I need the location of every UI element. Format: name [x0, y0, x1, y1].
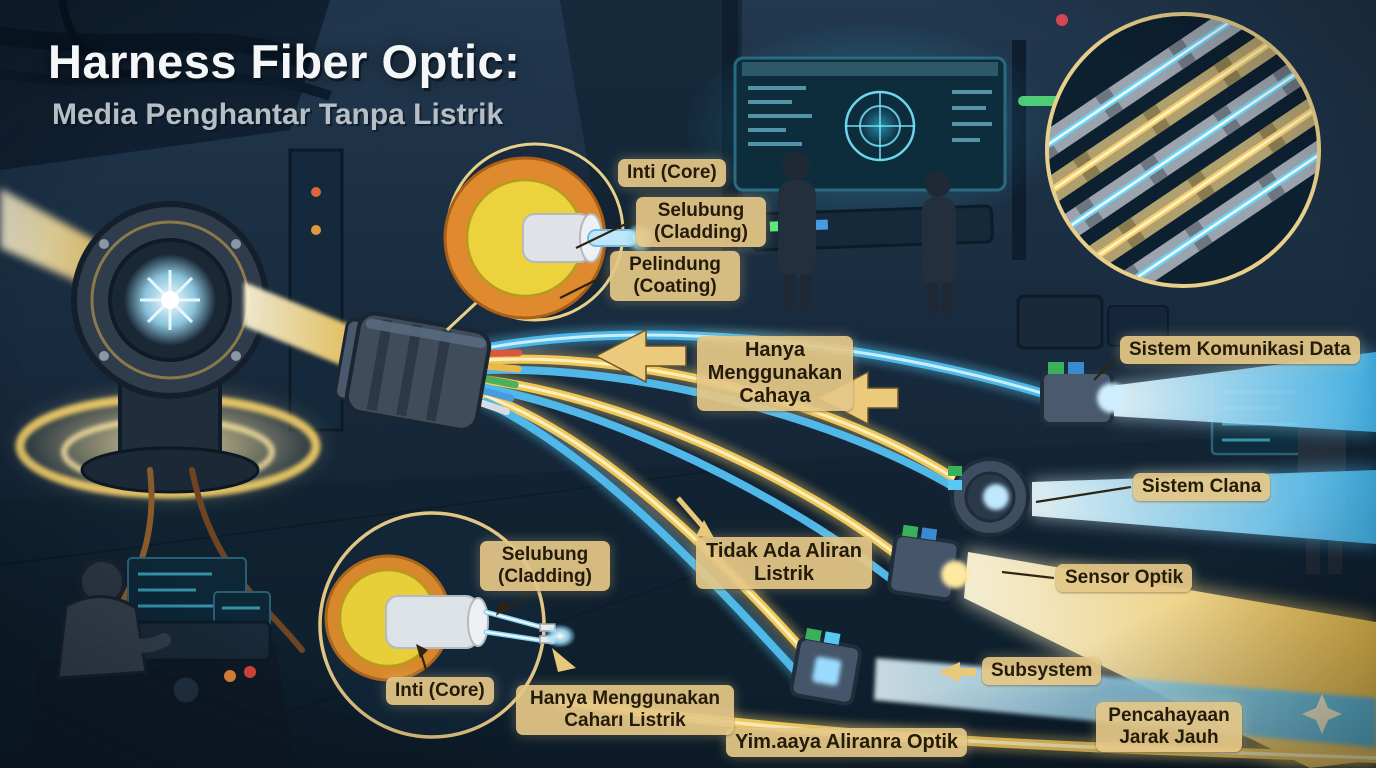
- label-subsystem: Subsystem: [982, 657, 1102, 685]
- page-subtitle: Media Penghantar Tanpa Listrik: [52, 98, 504, 131]
- label-no-current: Tidak Ada Aliran Listrik: [696, 537, 872, 589]
- label-long-range: Pencahayaan Jarak Jauh: [1096, 702, 1242, 752]
- label-sensor-optik: Sensor Optik: [1056, 564, 1193, 592]
- page-title: Harness Fiber Optic:: [48, 35, 521, 88]
- label-cladding-bottom: Selubung (Cladding): [480, 541, 610, 591]
- label-bottom-caption: Yim.aaya Aliranra Optik: [726, 728, 968, 757]
- label-light-only: Hanya Menggunakan Cahaya: [697, 336, 853, 411]
- label-coating-top: Pelindung (Coating): [610, 251, 740, 301]
- label-bottom-section-caption: Hanya Menggunakan Caharı Listrik: [516, 685, 734, 735]
- label-data-comm: Sistem Komunikasi Data: [1120, 336, 1360, 364]
- label-sistem-clana: Sistem Clana: [1133, 473, 1271, 501]
- label-core-bottom: Inti (Core): [386, 677, 494, 705]
- label-core-top: Inti (Core): [618, 159, 726, 187]
- label-cladding-top: Selubung (Cladding): [636, 197, 766, 247]
